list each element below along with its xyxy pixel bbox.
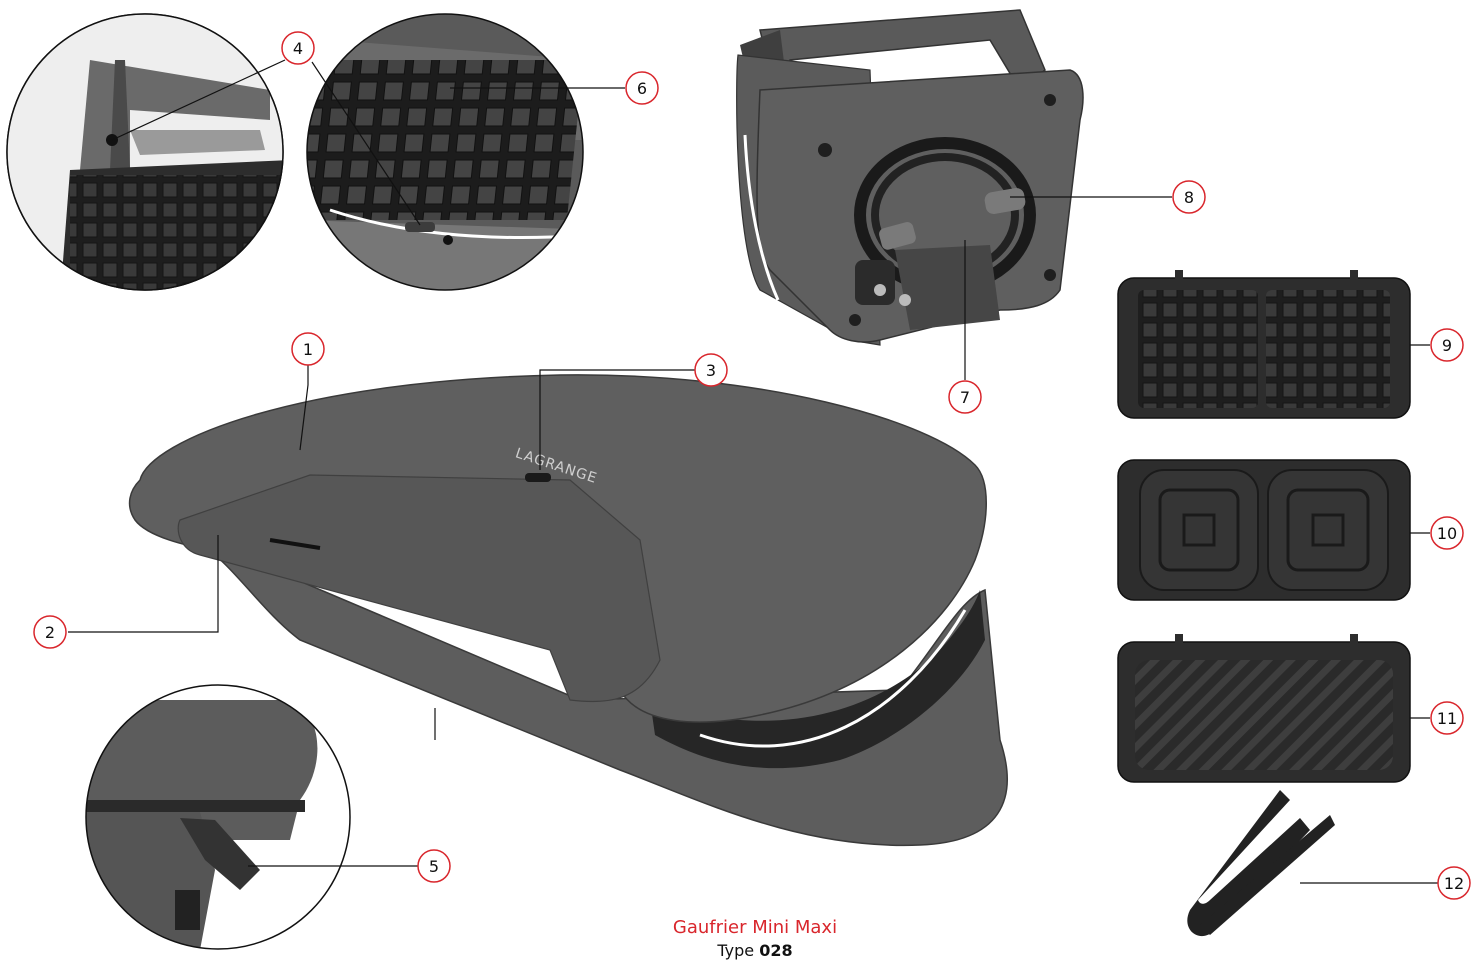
callout-5: 5 — [418, 850, 450, 882]
svg-text:12: 12 — [1444, 874, 1464, 893]
svg-text:7: 7 — [960, 388, 970, 407]
callout-11: 11 — [1431, 702, 1463, 734]
waffle-plate — [1118, 270, 1410, 418]
svg-text:8: 8 — [1184, 188, 1194, 207]
svg-text:5: 5 — [429, 857, 439, 876]
detail-circle-plates — [297, 0, 600, 300]
indicator-light — [525, 473, 551, 482]
callout-8: 8 — [1173, 181, 1205, 213]
product-type-number: 028 — [759, 941, 792, 960]
callout-12: 12 — [1438, 867, 1470, 899]
grill-plate — [1118, 634, 1410, 782]
callout-3: 3 — [695, 354, 727, 386]
svg-text:10: 10 — [1437, 524, 1457, 543]
tongs — [1187, 790, 1335, 936]
detail-circle-latch — [80, 680, 360, 960]
product-type-label: Type — [717, 941, 754, 960]
callout-6: 6 — [626, 72, 658, 104]
svg-text:11: 11 — [1437, 709, 1457, 728]
svg-text:9: 9 — [1442, 336, 1452, 355]
svg-text:4: 4 — [293, 39, 303, 58]
callout-10: 10 — [1431, 517, 1463, 549]
product-type: Type 028 — [640, 941, 870, 960]
callout-9: 9 — [1431, 329, 1463, 361]
svg-text:2: 2 — [45, 623, 55, 642]
product-name: Gaufrier Mini Maxi — [640, 917, 870, 938]
detail-circle-hinge — [0, 0, 290, 300]
svg-text:1: 1 — [303, 340, 313, 359]
callout-1: 1 — [292, 333, 324, 365]
waffle-maker-back-view — [737, 10, 1083, 345]
callout-7: 7 — [949, 381, 981, 413]
svg-text:6: 6 — [637, 79, 647, 98]
callout-2: 2 — [34, 616, 66, 648]
svg-text:3: 3 — [706, 361, 716, 380]
callout-4: 4 — [282, 32, 314, 64]
sandwich-plate — [1118, 460, 1410, 600]
